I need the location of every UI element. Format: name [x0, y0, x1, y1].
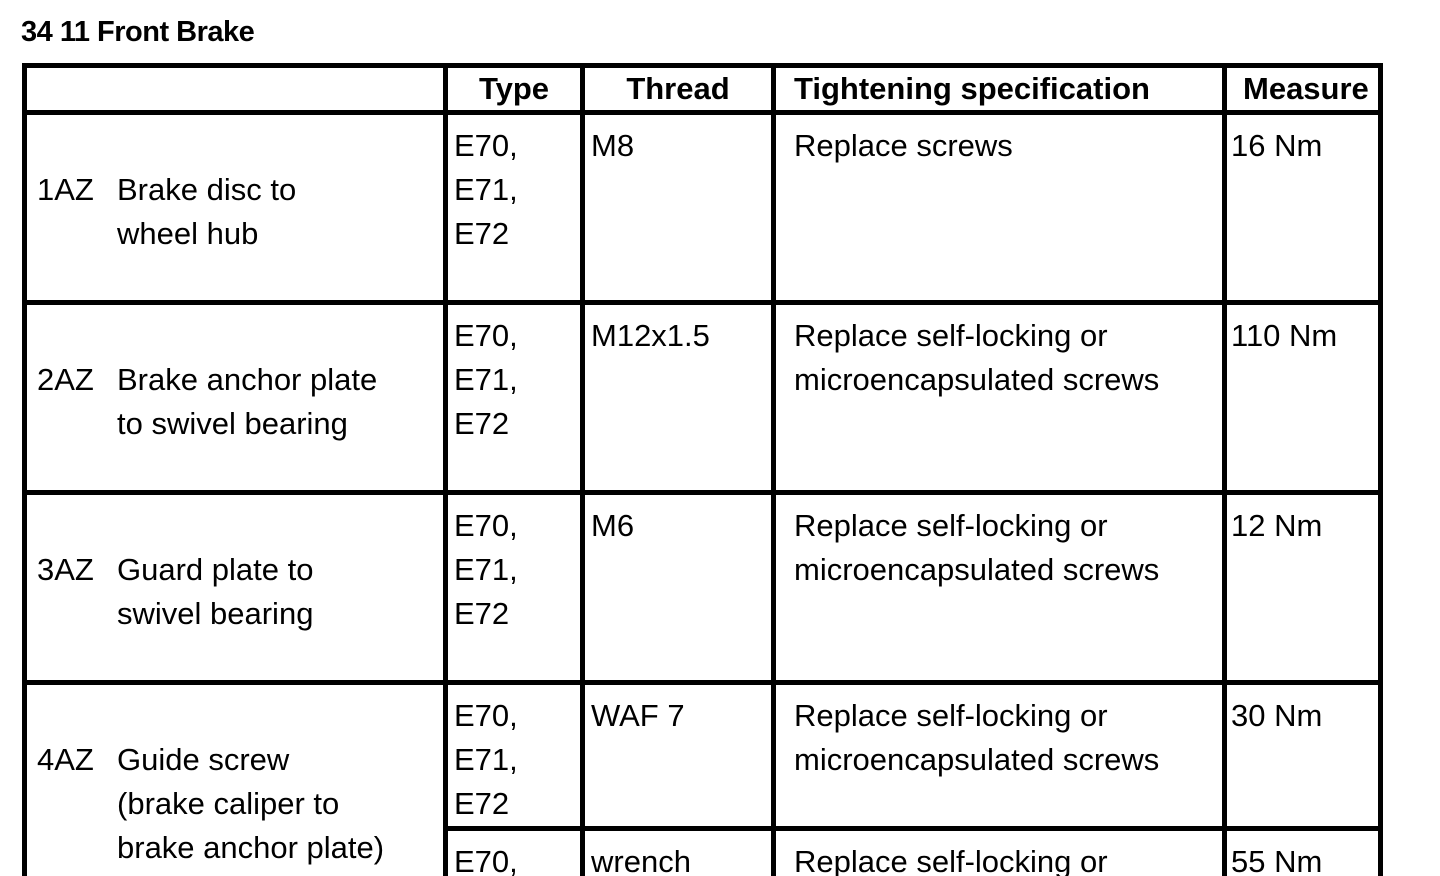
header-row: Type Thread Tightening specification Mea…: [22, 63, 1383, 115]
spec-cell: Replace screws: [771, 110, 1227, 305]
table-row: E70, E71, E72 wrench size 9 mm Replace s…: [25, 826, 1383, 876]
table-row: 2AZ Brake anchor plate to swivel bearing…: [22, 300, 1383, 495]
position-code: 2AZ: [37, 362, 94, 397]
spec-cell: Replace self-locking or microencapsulate…: [771, 490, 1227, 685]
type-cell: E70, E71, E72: [443, 300, 585, 495]
thread-cell: M6: [580, 490, 776, 685]
thread-cell: wrench size 9 mm: [580, 826, 776, 876]
item-cell: 2AZ Brake anchor plate to swivel bearing: [22, 300, 448, 495]
position-code: 3AZ: [37, 552, 94, 587]
spec-cell: Replace self-locking or microencapsulate…: [771, 300, 1227, 495]
item-description: Brake disc to wheel hub: [117, 172, 297, 251]
thread-cell: WAF 7: [580, 680, 776, 831]
section-title: 34 11 Front Brake: [21, 16, 255, 48]
item-description: Brake anchor plate to swivel bearing: [117, 362, 378, 441]
item-cell: 3AZ Guard plate to swivel bearing: [22, 490, 448, 685]
header-item: [22, 63, 448, 115]
type-cell: E70, E71, E72: [443, 490, 585, 685]
measure-cell: 55 Nm: [1222, 826, 1383, 876]
tightening-spec-table: Type Thread Tightening specification Mea…: [22, 63, 1383, 876]
measure-cell: 110 Nm: [1222, 300, 1383, 495]
header-measure: Measure: [1222, 63, 1383, 115]
type-cell: E70, E71, E72: [443, 680, 585, 831]
position-code: 1AZ: [37, 172, 94, 207]
header-type: Type: [443, 63, 585, 115]
spec-cell: Replace self-locking or microencapsulate…: [771, 826, 1227, 876]
header-thread: Thread: [580, 63, 776, 115]
header-tightening-specification: Tightening specification: [771, 63, 1227, 115]
item-description: Guide screw (brake caliper to brake anch…: [117, 742, 385, 865]
table-row: 1AZ Brake disc to wheel hub E70, E71, E7…: [22, 110, 1383, 305]
table-row: 3AZ Guard plate to swivel bearing E70, E…: [22, 490, 1383, 685]
thread-cell: M8: [580, 110, 776, 305]
item-cell: 1AZ Brake disc to wheel hub: [22, 110, 448, 305]
table-row: 4AZ Guide screw (brake caliper to brake …: [22, 680, 1383, 876]
item-cell: 4AZ Guide screw (brake caliper to brake …: [22, 680, 448, 876]
measure-cell: 30 Nm: [1222, 680, 1383, 831]
type-cell: E70, E71, E72: [443, 110, 585, 305]
measure-cell: 16 Nm: [1222, 110, 1383, 305]
thread-cell: M12x1.5: [580, 300, 776, 495]
position-code: 4AZ: [37, 742, 94, 777]
item-description: Guard plate to swivel bearing: [117, 552, 314, 631]
type-cell: E70, E71, E72: [443, 826, 585, 876]
spec-cell: Replace self-locking or microencapsulate…: [771, 680, 1227, 831]
measure-cell: 12 Nm: [1222, 490, 1383, 685]
